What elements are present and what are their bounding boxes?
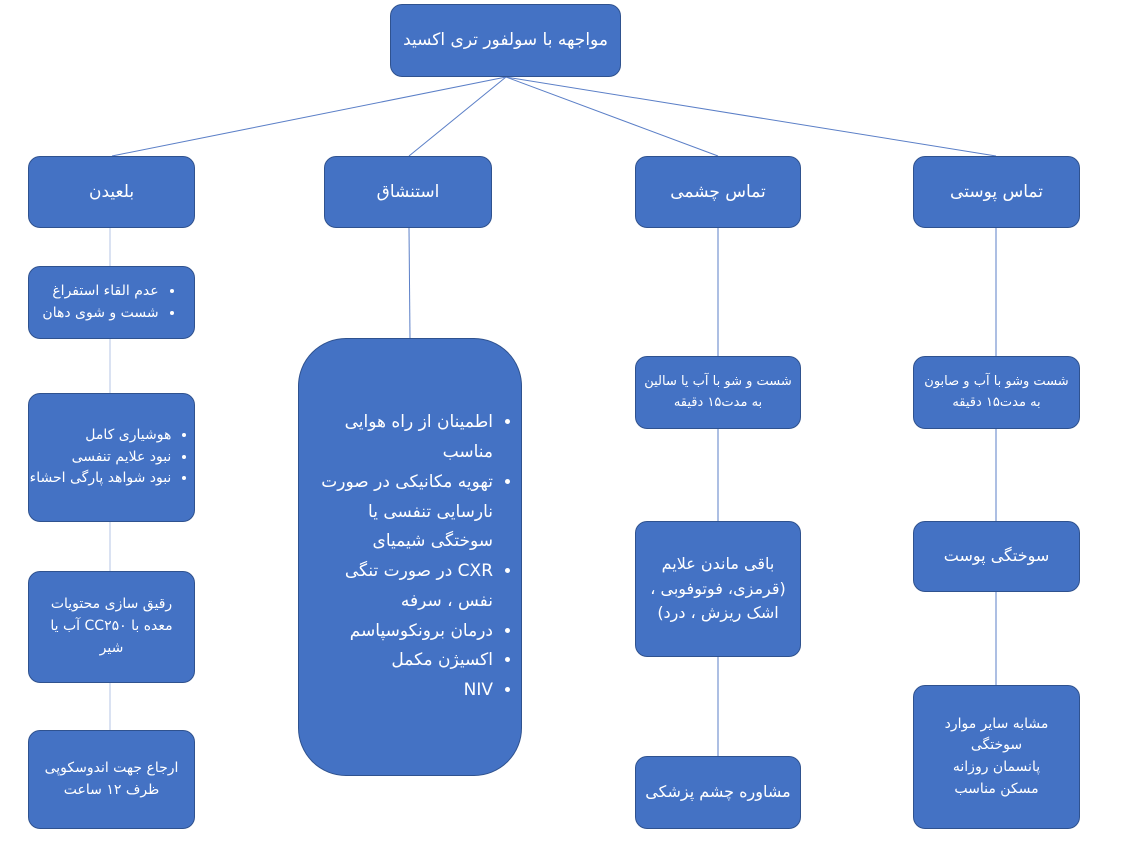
bullet-item: شست و شوی دهان — [42, 303, 158, 325]
branch-label: بلعیدن — [88, 181, 135, 202]
branch-inhalation: استنشاق — [324, 156, 492, 228]
bullet-item: NIV — [305, 676, 493, 706]
ingestion-step-2: هوشیاری کامل نبود علایم تنفسی نبود شواهد… — [28, 393, 195, 522]
branch-skin-contact: تماس پوستی — [913, 156, 1080, 228]
ingestion-step-3: رقیق سازی محتویات معده با CC۲۵۰ آب یا شی… — [28, 571, 195, 683]
bullet-list: اطمینان از راه هوایی مناسب تهویه مکانیکی… — [305, 408, 515, 706]
root-label: مواجهه با سولفور تری اکسید — [403, 30, 608, 51]
bullet-list: هوشیاری کامل نبود علایم تنفسی نبود شواهد… — [30, 425, 194, 490]
skin-step-1: شست وشو با آب و صابون به مدت۱۵ دقیقه — [913, 356, 1080, 429]
step-line: سوختگی — [970, 737, 1023, 754]
bullet-item: اکسیژن مکمل — [305, 646, 493, 676]
skin-step-2: سوختگی پوست — [913, 521, 1080, 592]
step-line: پانسمان روزانه — [952, 759, 1041, 775]
ingestion-step-4: ارجاع جهت اندوسکوپی ظرف ۱۲ ساعت — [28, 730, 195, 829]
bullet-item: نبود علایم تنفسی — [30, 447, 172, 469]
bullet-item: نبود شواهد پارگی احشاء — [30, 468, 172, 490]
eye-step-2: باقی ماندن علایم (قرمزی، فوتوفوبی ، اشک … — [635, 521, 801, 657]
skin-step-3: مشابه سایر موارد سوختگی پانسمان روزانه م… — [913, 685, 1080, 829]
step-text: سوختگی پوست — [943, 546, 1050, 566]
branch-label: تماس پوستی — [950, 181, 1043, 202]
branch-ingestion: بلعیدن — [28, 156, 195, 228]
branch-eye-contact: تماس چشمی — [635, 156, 801, 228]
inhalation-steps: اطمینان از راه هوایی مناسب تهویه مکانیکی… — [298, 338, 522, 776]
step-text: شست وشو با آب و صابون به مدت۱۵ دقیقه — [924, 374, 1069, 410]
branch-label: تماس چشمی — [670, 181, 766, 202]
step-text: شست و شو با آب یا سالین به مدت۱۵ دقیقه — [644, 374, 792, 410]
bullet-item: تهویه مکانیکی در صورت نارسایی تنفسی یا س… — [305, 468, 493, 557]
eye-step-1: شست و شو با آب یا سالین به مدت۱۵ دقیقه — [635, 356, 801, 429]
eye-step-3: مشاوره چشم پزشکی — [635, 756, 801, 829]
connector — [408, 227, 411, 339]
bullet-list: عدم القاء استفراغ شست و شوی دهان — [42, 281, 180, 324]
step-text: رقیق سازی محتویات معده با CC۲۵۰ آب یا شی… — [50, 596, 173, 656]
connector — [505, 76, 719, 157]
step-text: مشاوره چشم پزشکی — [645, 782, 791, 802]
step-line: مشابه سایر موارد — [944, 715, 1049, 732]
bullet-item: هوشیاری کامل — [30, 425, 171, 447]
connector — [505, 76, 997, 157]
step-line: مسکن مناسب — [954, 780, 1039, 797]
ingestion-step-1: عدم القاء استفراغ شست و شوی دهان — [28, 266, 195, 339]
branch-label: استنشاق — [376, 181, 440, 202]
connector — [111, 76, 507, 157]
bullet-item: اطمینان از راه هوایی مناسب — [305, 408, 493, 468]
root-node: مواجهه با سولفور تری اکسید — [390, 4, 621, 77]
bullet-item: CXR در صورت تنگی نفس ، سرفه — [305, 557, 493, 617]
step-text: ارجاع جهت اندوسکوپی ظرف ۱۲ ساعت — [44, 759, 179, 798]
connector — [408, 76, 507, 157]
bullet-item: عدم القاء استفراغ — [42, 281, 158, 303]
bullet-item: درمان برونکوسپاسم — [305, 617, 493, 647]
step-text: باقی ماندن علایم (قرمزی، فوتوفوبی ، اشک … — [650, 553, 786, 623]
